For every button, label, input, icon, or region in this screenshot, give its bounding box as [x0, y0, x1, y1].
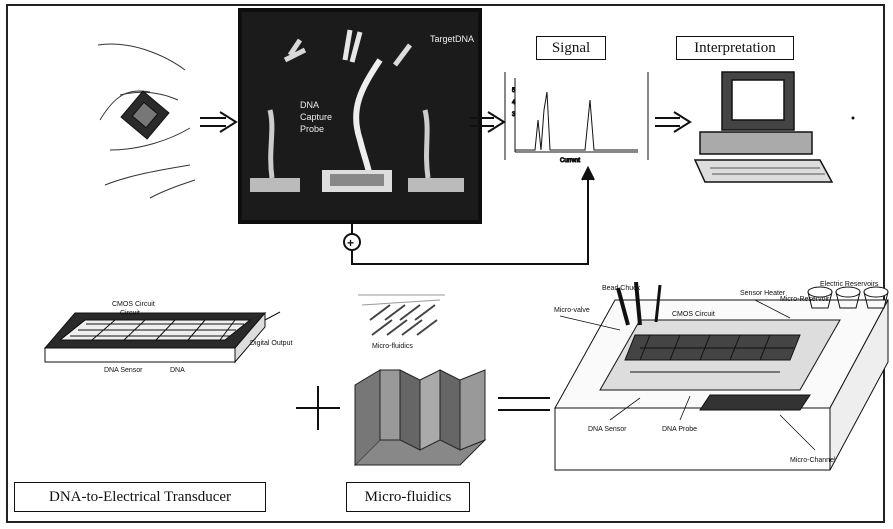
- equals-sign: [498, 398, 550, 410]
- arrow-right-1: [200, 112, 236, 132]
- dna-transducer-label: DNA-to-Electrical Transducer: [14, 482, 266, 512]
- dna-transducer-chip: [45, 312, 280, 362]
- probe-text-line-3: Probe: [300, 124, 324, 134]
- dna-sensor-label: DNA Sensor: [104, 367, 143, 374]
- circuit-label: Circuit: [120, 310, 140, 317]
- digital-output-label: Digital Output: [250, 340, 292, 347]
- cmos-circuit-label: CMOS Circuit: [112, 301, 155, 308]
- microfluidics-illustration: Micro-fluidics: [355, 295, 485, 465]
- plus-symbol: +: [347, 236, 354, 250]
- microfluidics-small-label: Micro-fluidics: [372, 343, 413, 350]
- dna-probe-photo: TargetDNA DNA Capture Probe: [238, 8, 482, 224]
- micro-reservoirs-label: Micro-Reservoir: [780, 296, 830, 303]
- dna-label: DNA: [170, 367, 185, 374]
- micro-channel-label: Micro-Channel: [790, 457, 836, 464]
- sensor-heater-label: Sensor Heater: [740, 290, 786, 297]
- microfluidics-label: Micro-fluidics: [346, 482, 470, 512]
- integrated-system: [555, 282, 888, 470]
- combined-cmos-circuit-label: CMOS Circuit: [672, 311, 715, 318]
- arrow-right-3: [655, 112, 690, 132]
- probe-text-line-2: Capture: [300, 112, 332, 122]
- micro-valve-label: Micro-valve: [554, 307, 590, 314]
- combined-dna-sensor-label: DNA Sensor: [588, 426, 627, 433]
- bead-chuck-label: Bead Chuck: [602, 285, 641, 292]
- signal-label: Signal: [536, 36, 606, 60]
- chromatogram-xlabel: Current: [560, 158, 580, 164]
- probe-text-line-1: DNA: [300, 100, 319, 110]
- hand-chip-illustration: [98, 44, 195, 198]
- computer-icon: [695, 72, 832, 182]
- target-dna-label: TargetDNA: [430, 34, 474, 44]
- electric-reservoir-label: Electric Reservoirs: [820, 281, 879, 288]
- plus-sign: [296, 386, 340, 430]
- interpretation-label: Interpretation: [676, 36, 794, 60]
- signal-chromatogram: 5 4 3 Current: [505, 72, 648, 164]
- dna-probe-label: DNA Probe: [662, 426, 697, 433]
